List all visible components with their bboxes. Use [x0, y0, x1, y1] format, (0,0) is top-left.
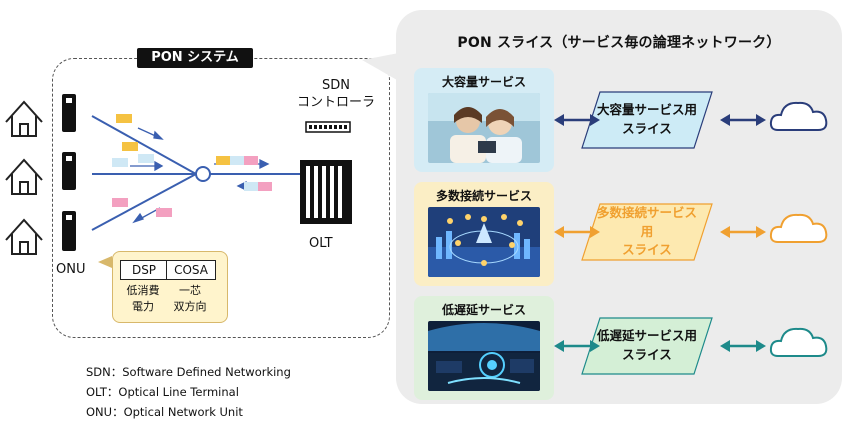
slice-massive-connection: 多数接続サービス用 スライス: [582, 204, 712, 260]
slice-high-capacity: 大容量サービス用 スライス: [582, 92, 712, 148]
feature-desc-dsp: 低消費 電力: [120, 283, 166, 315]
feature-desc-dsp-line1: 低消費: [126, 284, 160, 297]
sdn-controller-icon: [305, 121, 351, 133]
cloud-icon: [769, 101, 828, 131]
feature-name-dsp: DSP: [120, 260, 168, 280]
slice-connections: [554, 91, 828, 375]
olt-label: OLT: [309, 236, 333, 251]
legend-olt: OLT：Optical Line Terminal: [86, 385, 239, 399]
legend-sdn: SDN：Software Defined Networking: [86, 365, 291, 379]
slice-label-line1: 大容量サービス用: [596, 102, 697, 118]
service-card-massive-connection: 多数接続サービス: [414, 182, 554, 286]
onu-device-icon: [62, 211, 76, 251]
service-label: 多数接続サービス: [435, 189, 532, 203]
feature-desc-cosa-line2: 双方向: [173, 300, 207, 313]
fiber-lines: [91, 115, 300, 231]
low-latency-photo: [428, 321, 540, 391]
legend-onu: ONU：Optical Network Unit: [86, 405, 243, 419]
slice-label-line1: 多数接続サービス用: [596, 204, 697, 239]
feature-desc-cosa-line1: 一芯: [179, 284, 201, 297]
slice-outline: [581, 317, 713, 375]
pon-slice-title: PON スライス（サービス毎の論理ネットワーク）: [457, 35, 781, 51]
onu-label: ONU: [56, 262, 86, 277]
service-card-high-capacity: 大容量サービス: [414, 68, 554, 172]
sdn-label-line2: コントローラ: [296, 95, 375, 110]
sdn-controller-label: SDN コントローラ: [296, 77, 376, 111]
slice-label-line2: スライス: [622, 121, 672, 136]
slice-low-latency: 低遅延サービス用 スライス: [582, 318, 712, 374]
high-capacity-photo: [428, 93, 540, 163]
cloud-icon: [769, 213, 828, 243]
pon-network-diagram: [5, 94, 352, 255]
panel-connector: [362, 52, 404, 84]
data-packets: [112, 114, 272, 217]
splitter-icon: [195, 166, 211, 182]
onu-device-icon: [62, 152, 76, 190]
feature-desc-dsp-line2: 電力: [132, 300, 154, 313]
feature-name-cosa: COSA: [166, 260, 216, 280]
service-card-low-latency: 低遅延サービス: [414, 296, 554, 400]
house-icon: [5, 158, 43, 195]
service-label: 低遅延サービス: [441, 303, 526, 317]
bubble-tail: [98, 256, 112, 268]
slice-label-line2: スライス: [622, 242, 672, 258]
house-icon: [5, 218, 43, 255]
onu-device-icon: [62, 94, 76, 132]
pon-system-title: PON システム: [137, 48, 253, 68]
house-icon: [5, 100, 43, 137]
olt-rack-icon: [300, 160, 352, 224]
slice-label-line2: スライス: [622, 347, 672, 362]
feature-desc-cosa: 一芯 双方向: [166, 283, 214, 315]
service-label: 大容量サービス: [441, 75, 526, 89]
slice-outline: [581, 91, 713, 149]
slice-label-line1: 低遅延サービス用: [596, 328, 697, 344]
cloud-icon: [769, 327, 828, 357]
massive-connection-photo: [428, 207, 540, 277]
sdn-label-line1: SDN: [322, 78, 350, 93]
slice-outline: [581, 203, 713, 261]
